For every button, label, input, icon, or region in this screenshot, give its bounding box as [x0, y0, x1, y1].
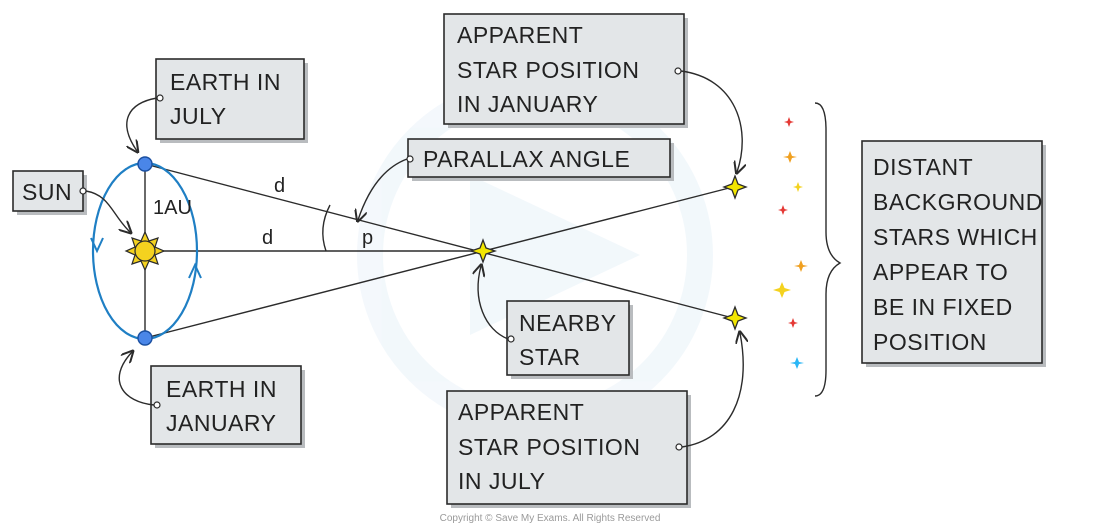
svg-text:EARTH IN: EARTH IN	[166, 376, 277, 402]
svg-text:STAR POSITION: STAR POSITION	[457, 57, 639, 83]
svg-text:BACKGROUND: BACKGROUND	[873, 189, 1043, 215]
svg-text:SUN: SUN	[22, 179, 72, 205]
background-star-icon	[793, 182, 803, 192]
svg-text:PARALLAX ANGLE: PARALLAX ANGLE	[423, 146, 630, 172]
earth-july-icon	[137, 156, 153, 172]
earth-january-label: EARTH IN JANUARY	[150, 365, 305, 448]
background-star-icon	[773, 282, 791, 298]
distance-label-lower: d	[262, 227, 273, 249]
svg-text:APPARENT: APPARENT	[458, 399, 584, 425]
july-sightline	[144, 163, 734, 319]
apparent-star-july-icon	[722, 305, 748, 331]
parallax-angle-label: PARALLAX ANGLE	[406, 138, 674, 181]
svg-text:APPARENT: APPARENT	[457, 22, 583, 48]
nearby-star-label: NEARBY STAR	[506, 300, 633, 379]
orbit-direction-arrow-right	[188, 262, 202, 279]
background-star-icon	[783, 151, 797, 163]
svg-text:BE IN FIXED: BE IN FIXED	[873, 294, 1013, 320]
background-star-icon	[784, 117, 794, 127]
background-star-icon	[790, 357, 804, 369]
background-star-icon	[778, 205, 788, 215]
distance-label-upper: d	[274, 175, 285, 197]
parallax-angle-arc	[322, 204, 331, 252]
orbit-direction-arrow-left	[90, 237, 104, 254]
background-stars	[773, 117, 808, 369]
svg-text:APPEAR TO: APPEAR TO	[873, 259, 1008, 285]
earth-january-icon	[137, 330, 153, 346]
copyright-text: Copyright © Save My Exams. All Rights Re…	[440, 513, 661, 524]
svg-text:JANUARY: JANUARY	[166, 410, 276, 436]
sun-icon	[124, 230, 166, 272]
sightlines	[144, 163, 734, 339]
apparent-january-label: APPARENT STAR POSITION IN JANUARY	[443, 13, 688, 128]
svg-text:POSITION: POSITION	[873, 329, 987, 355]
distant-stars-label: DISTANT BACKGROUND STARS WHICH APPEAR TO…	[861, 140, 1046, 367]
background-star-icon	[794, 260, 808, 272]
svg-text:JULY: JULY	[170, 103, 227, 129]
svg-text:STARS WHICH: STARS WHICH	[873, 224, 1038, 250]
svg-text:IN JANUARY: IN JANUARY	[457, 91, 598, 117]
svg-text:STAR: STAR	[519, 344, 581, 370]
background-stars-brace	[814, 102, 842, 397]
background-star-icon	[788, 318, 798, 328]
svg-text:NEARBY: NEARBY	[519, 310, 617, 336]
apparent-star-january-icon	[722, 174, 748, 200]
sun-label: SUN	[12, 170, 87, 215]
svg-text:IN JULY: IN JULY	[458, 468, 545, 494]
earth-july-label: EARTH IN JULY	[155, 58, 308, 143]
january-sightline	[144, 186, 734, 339]
au-label: 1AU	[153, 197, 192, 219]
parallax-angle-symbol: p	[362, 227, 373, 249]
svg-text:DISTANT: DISTANT	[873, 154, 973, 180]
svg-text:STAR POSITION: STAR POSITION	[458, 434, 640, 460]
svg-text:EARTH IN: EARTH IN	[170, 69, 281, 95]
apparent-july-label: APPARENT STAR POSITION IN JULY	[446, 390, 691, 508]
